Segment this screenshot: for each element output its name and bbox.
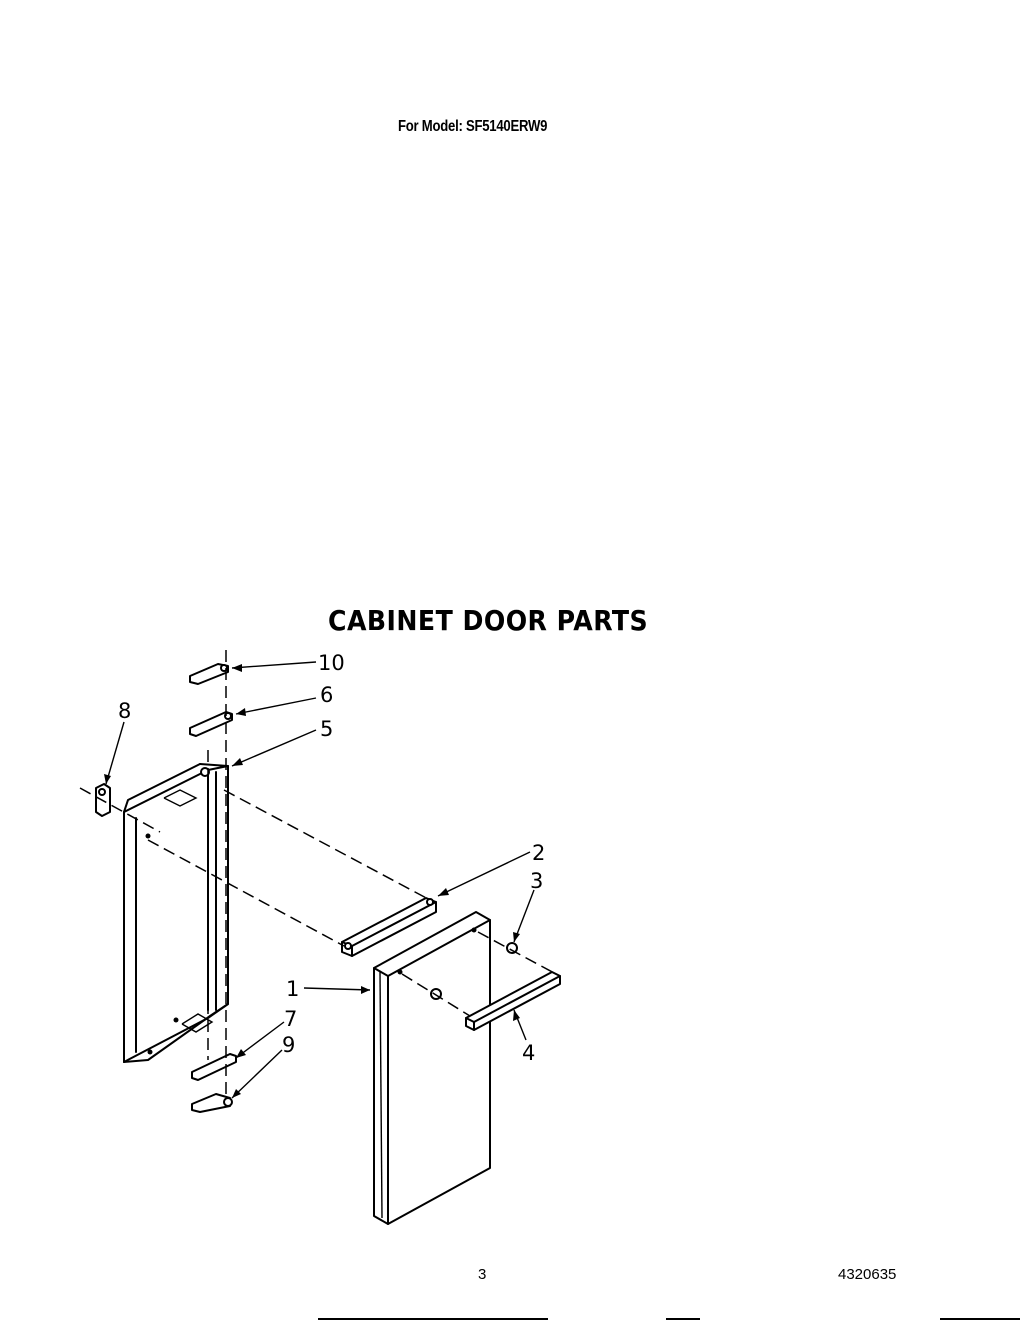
- callout-8: 8: [118, 699, 131, 723]
- callout-7: 7: [284, 1007, 297, 1031]
- diagram-title: CABINET DOOR PARTS: [328, 604, 649, 637]
- callout-6: 6: [320, 683, 333, 707]
- callout-3: 3: [530, 869, 543, 893]
- callout-10: 10: [318, 651, 345, 675]
- footer-rule-1: [318, 1318, 548, 1320]
- callout-1: 1: [286, 977, 299, 1001]
- bracket-part: [341, 897, 437, 957]
- model-label: For Model: SF5140ERW9: [398, 118, 548, 135]
- handle-part: [465, 971, 561, 1031]
- leader-lines: [104, 661, 535, 1099]
- callout-9: 9: [282, 1033, 295, 1057]
- bottom-hinge-parts: [191, 1053, 237, 1113]
- document-number: 4320635: [838, 1266, 897, 1283]
- door-frame-part: [123, 763, 229, 1063]
- assembly-lines: [79, 650, 557, 1100]
- callout-2: 2: [532, 841, 545, 865]
- footer-rule-2: [666, 1318, 700, 1320]
- callout-4: 4: [522, 1041, 535, 1065]
- door-part: [373, 911, 491, 1225]
- footer-rule-3: [940, 1318, 1020, 1320]
- page-number: 3: [478, 1266, 487, 1283]
- callout-5: 5: [320, 717, 333, 741]
